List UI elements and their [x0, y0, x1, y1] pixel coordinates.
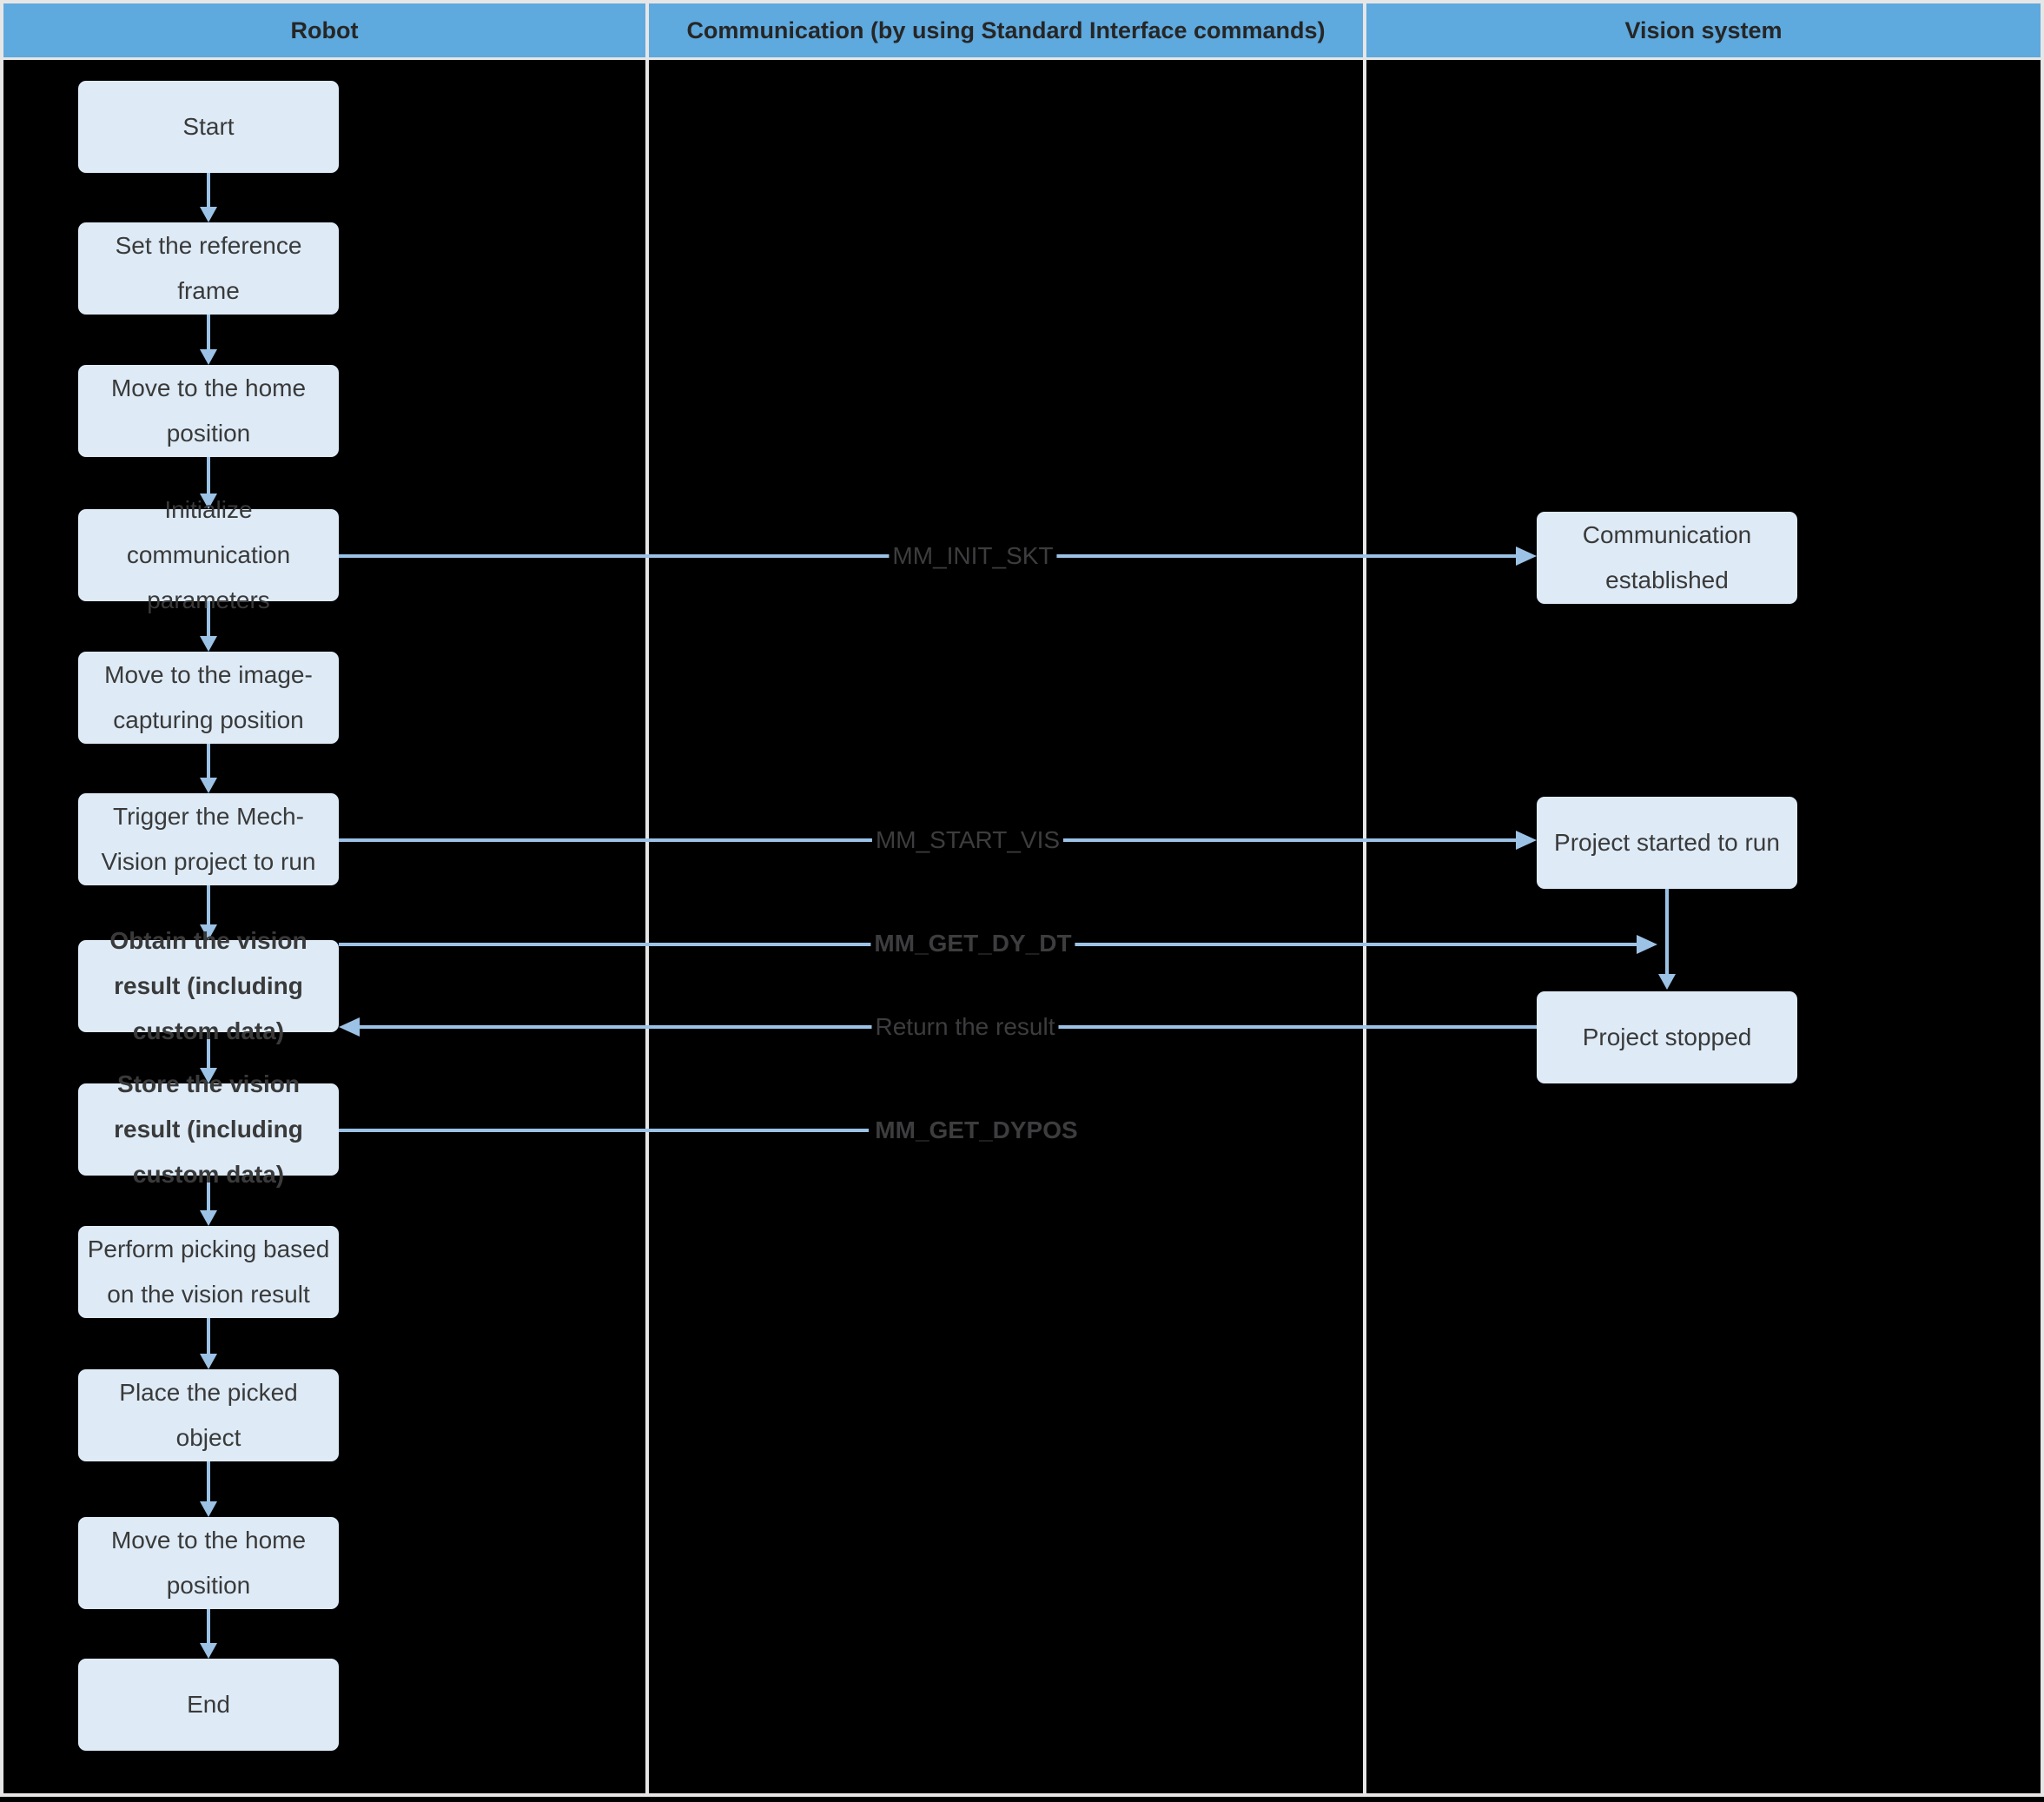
node-move-home-1: Move to the home position: [78, 365, 339, 457]
down-arrow-icon: [200, 207, 217, 222]
node-set-reference-frame-label: Set the reference frame: [115, 232, 302, 304]
node-start-label: Start: [182, 113, 235, 140]
down-arrow-icon: [200, 636, 217, 652]
node-initialize-communication-label: Initialize communication parameters: [126, 496, 291, 613]
down-arrow-icon: [200, 1354, 217, 1369]
table-border-bottom: [0, 1793, 2044, 1797]
down-arrow-icon: [200, 1643, 217, 1659]
table-border-left: [0, 0, 3, 1797]
node-trigger-mech-vision-label: Trigger the Mech- Vision project to run: [101, 803, 316, 875]
down-arrow-icon: [200, 1501, 217, 1517]
message-return-result: Return the result: [871, 1011, 1059, 1043]
down-arrow-line: [207, 315, 210, 351]
node-store-vision-result-label: Store the vision result (including custo…: [114, 1070, 303, 1188]
down-arrow-icon: [200, 778, 217, 793]
node-project-stopped-label: Project stopped: [1582, 1024, 1752, 1050]
column-divider-1: [645, 0, 649, 1793]
node-trigger-mech-vision: Trigger the Mech- Vision project to run: [78, 793, 339, 885]
message-start-vision: MM_START_VIS: [871, 825, 1064, 856]
node-obtain-vision-result: Obtain the vision result (including cust…: [78, 927, 339, 1044]
down-arrow-icon: [200, 349, 217, 365]
message-init-socket: MM_INIT_SKT: [889, 540, 1057, 572]
node-initialize-communication: Initialize communication parameters: [78, 496, 339, 613]
down-arrow-icon: [200, 494, 217, 509]
node-end-label: End: [187, 1691, 230, 1718]
down-arrow-line: [207, 1461, 210, 1503]
node-move-image-capturing-label: Move to the image- capturing position: [104, 661, 313, 733]
right-arrow-icon: [1637, 935, 1657, 954]
node-obtain-vision-result-label: Obtain the vision result (including cust…: [109, 927, 308, 1044]
node-perform-picking-label: Perform picking based on the vision resu…: [87, 1236, 330, 1308]
node-move-home-1-label: Move to the home position: [110, 374, 307, 447]
right-arrow-icon: [1516, 831, 1537, 850]
node-communication-established-label: Communication established: [1582, 521, 1752, 593]
node-move-home-2-label: Move to the home position: [110, 1527, 307, 1599]
header-communication-label: Communication (by using Standard Interfa…: [686, 17, 1326, 43]
down-arrow-icon: [1658, 974, 1676, 990]
down-arrow-icon: [200, 924, 217, 940]
arrow-get-dypos-line: [339, 1129, 869, 1132]
down-arrow-line: [207, 885, 210, 926]
column-divider-2: [1363, 0, 1366, 1793]
down-arrow-line: [207, 173, 210, 209]
header-communication: Communication (by using Standard Interfa…: [649, 3, 1363, 57]
down-arrow-line: [207, 601, 210, 638]
vision-down-arrow-line: [1665, 889, 1669, 976]
message-get-dy-dt: MM_GET_DY_DT: [870, 928, 1075, 959]
table-border-right: [2041, 0, 2044, 1797]
down-arrow-line: [207, 744, 210, 779]
node-store-vision-result: Store the vision result (including custo…: [78, 1070, 339, 1188]
down-arrow-line: [207, 1176, 210, 1212]
node-place-picked-object: Place the picked object: [78, 1369, 339, 1461]
header-robot: Robot: [3, 3, 645, 57]
header-vision-system: Vision system: [1366, 3, 2041, 57]
node-move-image-capturing: Move to the image- capturing position: [78, 652, 339, 744]
down-arrow-icon: [200, 1068, 217, 1083]
down-arrow-line: [207, 1318, 210, 1355]
node-end: End: [78, 1659, 339, 1751]
node-start: Start: [78, 81, 339, 173]
node-project-started-label: Project started to run: [1554, 829, 1780, 856]
left-arrow-icon: [339, 1017, 360, 1037]
node-move-home-2: Move to the home position: [78, 1517, 339, 1609]
right-arrow-icon: [1516, 547, 1537, 566]
node-communication-established: Communication established: [1537, 512, 1797, 604]
header-underline: [0, 57, 2044, 60]
down-arrow-line: [207, 1609, 210, 1645]
message-get-dypos: MM_GET_DYPOS: [871, 1115, 1082, 1146]
node-project-started: Project started to run: [1537, 797, 1797, 889]
node-perform-picking: Perform picking based on the vision resu…: [78, 1226, 339, 1318]
header-robot-label: Robot: [290, 17, 359, 43]
header-vision-system-label: Vision system: [1624, 17, 1783, 43]
down-arrow-icon: [200, 1210, 217, 1226]
down-arrow-line: [207, 457, 210, 495]
node-set-reference-frame: Set the reference frame: [78, 222, 339, 315]
node-project-stopped: Project stopped: [1537, 991, 1797, 1083]
down-arrow-line: [207, 1032, 210, 1070]
node-place-picked-object-label: Place the picked object: [119, 1379, 298, 1451]
table-border-top: [0, 0, 2044, 3]
